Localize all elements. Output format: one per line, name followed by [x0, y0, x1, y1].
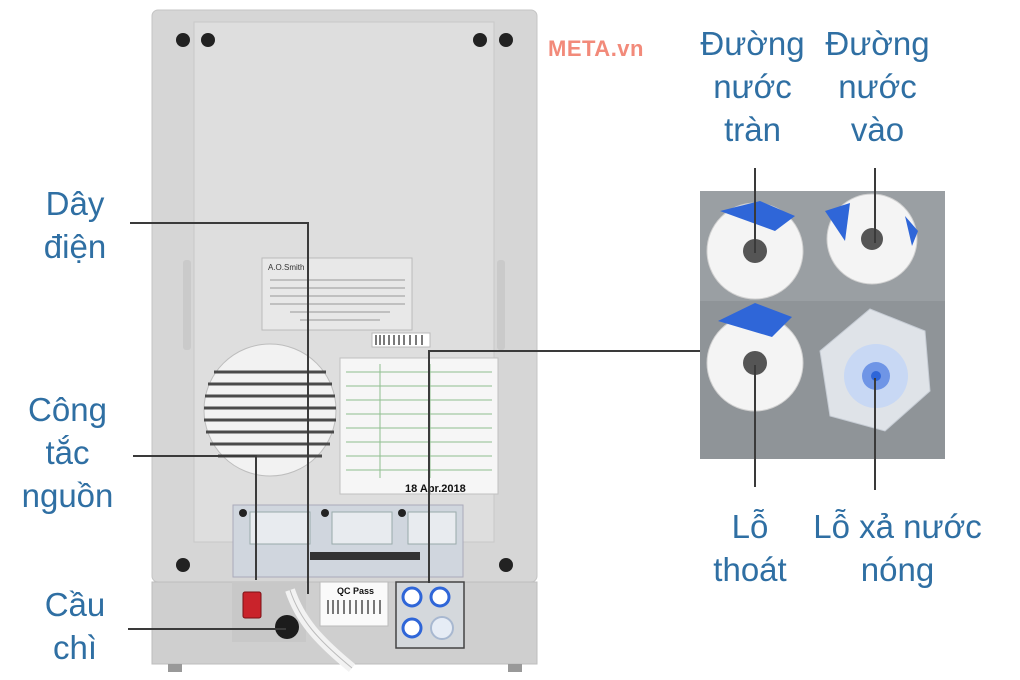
leader-drain	[754, 365, 756, 487]
screw-icon	[176, 33, 513, 572]
leader-switch-v	[255, 455, 257, 580]
leader-hot-drain	[874, 378, 876, 490]
leader-fuse	[128, 628, 286, 630]
leader-connector-h	[428, 350, 700, 352]
leader-power-cord-v	[307, 222, 309, 594]
leader-switch-h	[133, 455, 257, 457]
leader-power-cord-h	[130, 222, 308, 224]
leader-connector-v	[428, 350, 430, 583]
meta-watermark: META.vn	[548, 36, 644, 61]
leader-inlet	[874, 168, 876, 243]
connector-closeup	[700, 191, 945, 459]
leader-overflow	[754, 168, 756, 253]
svg-text:A.O.Smith: A.O.Smith	[268, 263, 304, 272]
